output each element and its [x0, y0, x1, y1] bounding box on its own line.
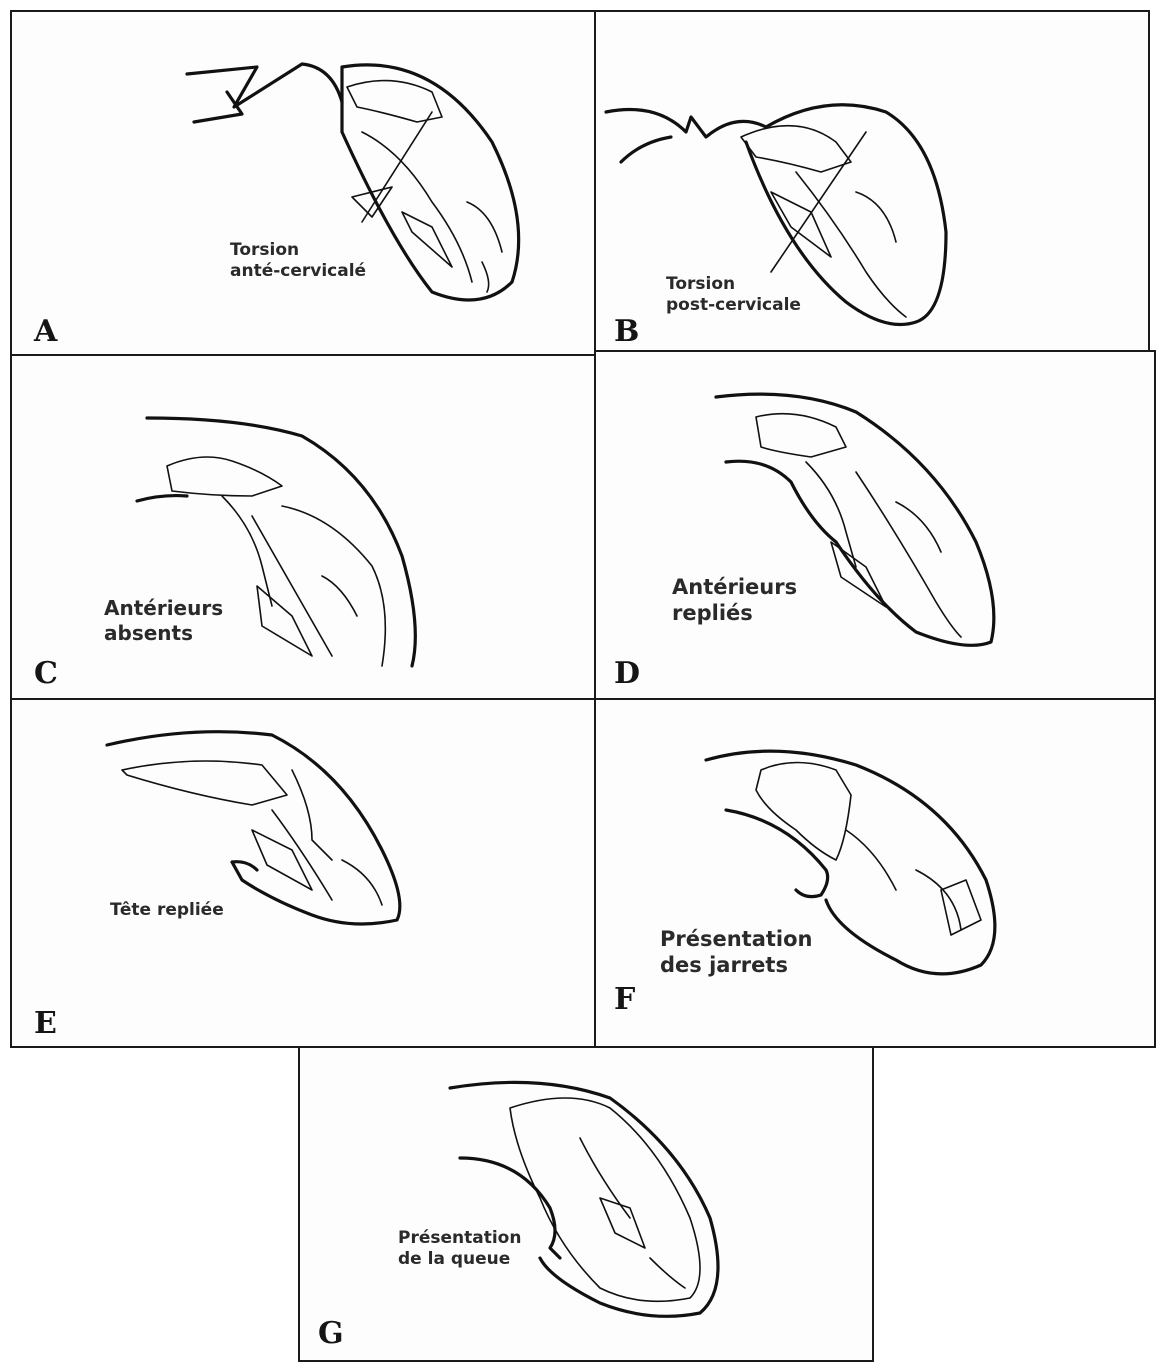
- caption-c-line-2: absents: [104, 621, 223, 646]
- panel-c: Antérieurs absents C: [10, 354, 596, 700]
- caption-b-line-1: Torsion: [666, 274, 801, 295]
- panel-letter-g: G: [318, 1316, 344, 1351]
- panel-d: Antérieurs repliés D: [594, 350, 1156, 700]
- fetus-drawing-c: [12, 356, 598, 702]
- panel-letter-e: E: [34, 1006, 57, 1041]
- caption-f-line-1: Présentation: [660, 926, 813, 952]
- caption-b-line-2: post-cervicale: [666, 295, 801, 316]
- caption-a-line-2: anté-cervicalé: [230, 261, 366, 282]
- panel-letter-f: F: [614, 982, 635, 1017]
- caption-f-line-2: des jarrets: [660, 952, 813, 978]
- panel-letter-c: C: [34, 656, 58, 691]
- fetus-drawing-e: [12, 700, 598, 1050]
- caption-e-line-1: Tête repliée: [110, 900, 224, 921]
- fetus-drawing-g: [300, 1048, 876, 1364]
- caption-a-line-1: Torsion: [230, 240, 366, 261]
- panel-b: Torsion post-cervicale B: [594, 10, 1150, 356]
- caption-d-line-2: repliés: [672, 600, 797, 626]
- panel-f: Présentation des jarrets F: [594, 698, 1156, 1048]
- fetus-drawing-f: [596, 700, 1158, 1050]
- panel-a: Torsion anté-cervicalé A: [10, 10, 596, 356]
- caption-b: Torsion post-cervicale: [666, 274, 801, 317]
- caption-c: Antérieurs absents: [104, 596, 223, 646]
- fetus-drawing-d: [596, 352, 1158, 702]
- caption-f: Présentation des jarrets: [660, 926, 813, 979]
- panel-e: Tête repliée E: [10, 698, 596, 1048]
- caption-d: Antérieurs repliés: [672, 574, 797, 627]
- caption-g-line-2: de la queue: [398, 1249, 521, 1270]
- caption-d-line-1: Antérieurs: [672, 574, 797, 600]
- caption-a: Torsion anté-cervicalé: [230, 240, 366, 283]
- panel-letter-b: B: [614, 314, 639, 349]
- caption-g: Présentation de la queue: [398, 1228, 521, 1271]
- panel-letter-d: D: [614, 656, 640, 691]
- caption-g-line-1: Présentation: [398, 1228, 521, 1249]
- caption-e: Tête repliée: [110, 900, 224, 921]
- caption-c-line-1: Antérieurs: [104, 596, 223, 621]
- fetus-drawing-a: [12, 12, 598, 358]
- panel-g: Présentation de la queue G: [298, 1046, 874, 1362]
- panel-letter-a: A: [34, 314, 57, 349]
